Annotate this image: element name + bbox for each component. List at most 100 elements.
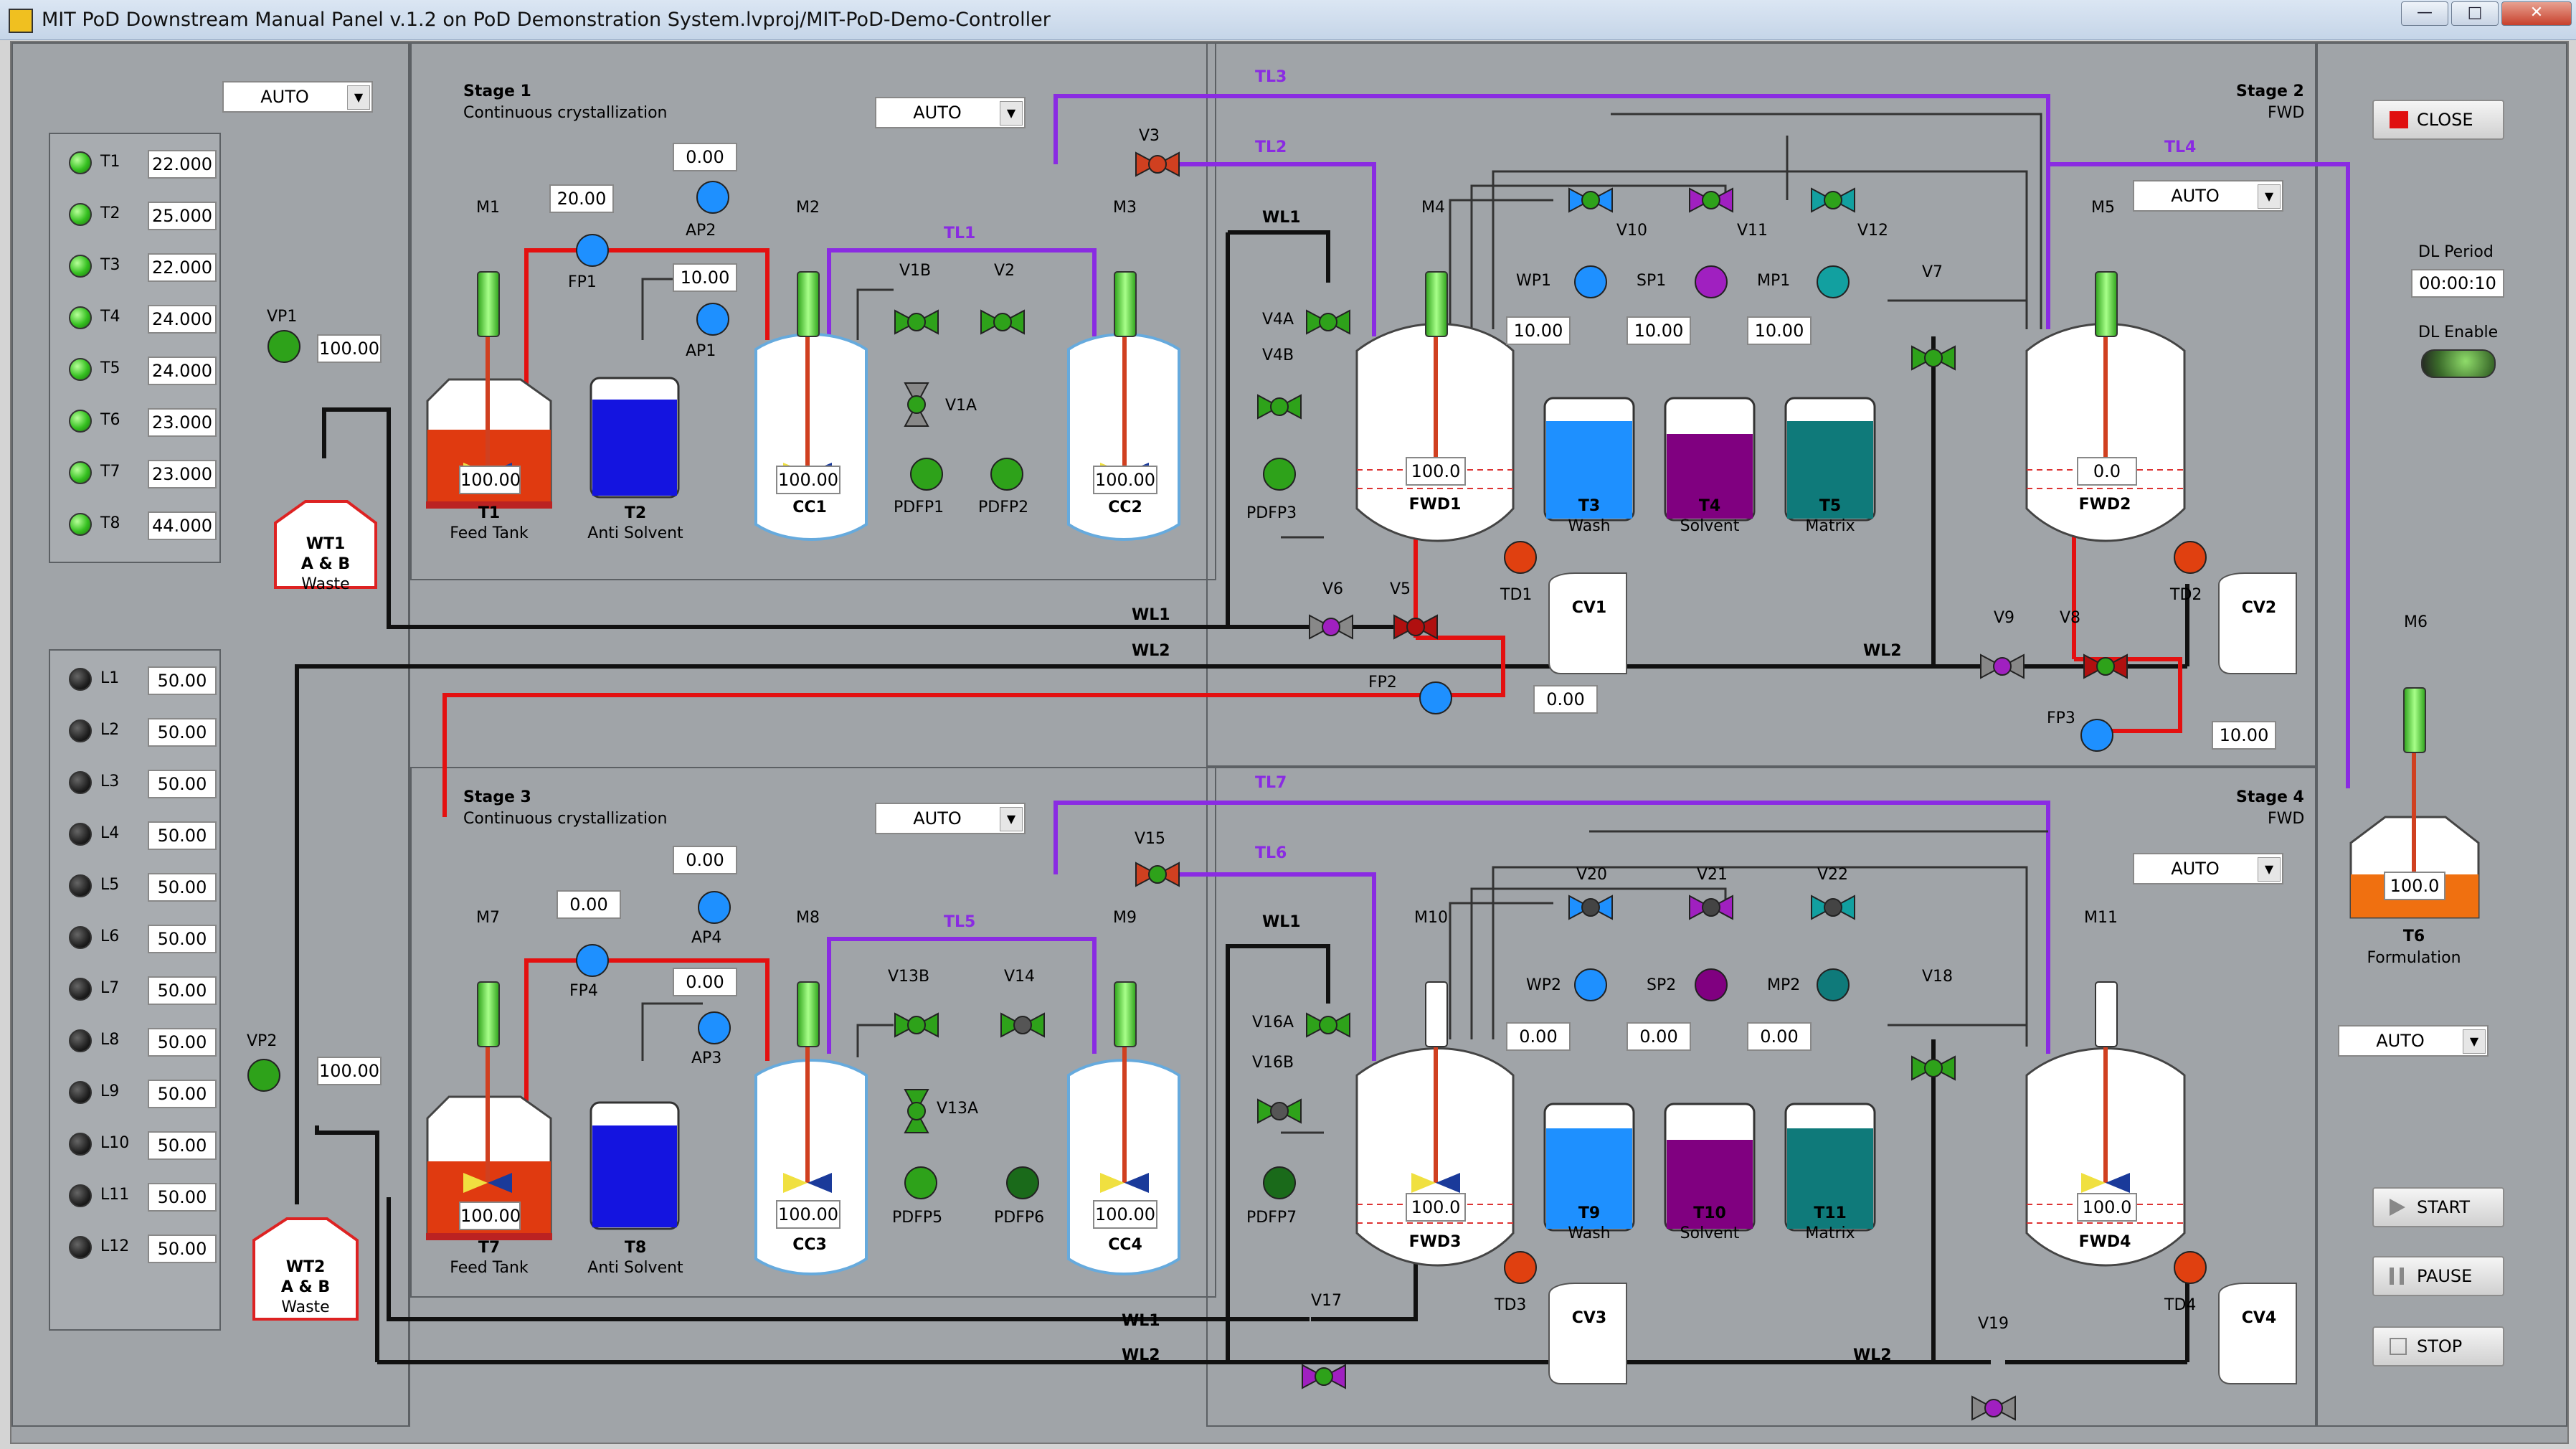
dropdown-arrow-icon: ▼ xyxy=(2258,857,2281,882)
stage3-mode-select[interactable]: AUTO▼ xyxy=(875,803,1026,834)
fwd2-level: 0.0 xyxy=(2077,457,2137,486)
pause-button[interactable]: PAUSE xyxy=(2372,1256,2504,1296)
wp1-value[interactable]: 10.00 xyxy=(1506,316,1571,345)
maximize-button[interactable]: □ xyxy=(2451,1,2499,26)
waste-tanks xyxy=(252,500,377,1321)
level-status-led xyxy=(69,926,92,949)
stop-icon xyxy=(2390,1338,2407,1355)
t3-name: T3 xyxy=(1578,497,1601,515)
right-mode-select[interactable]: AUTO▼ xyxy=(2338,1025,2489,1057)
level-label: L1 xyxy=(100,669,120,687)
sp2-value[interactable]: 0.00 xyxy=(1626,1022,1691,1051)
right-mode-value: AUTO xyxy=(2376,1031,2425,1051)
t6-name: T6 xyxy=(2402,928,2425,945)
v12-label: V12 xyxy=(1857,222,1889,240)
wt2-kind: Waste xyxy=(281,1298,330,1316)
solvent-tank-t10 xyxy=(1664,1103,1756,1232)
fp4-value[interactable]: 0.00 xyxy=(557,890,621,919)
m7-label: M7 xyxy=(476,909,500,927)
fwd2-name: FWD2 xyxy=(2078,496,2131,514)
level-status-led xyxy=(69,823,92,846)
level-value: 50.00 xyxy=(148,1183,217,1212)
stage1-subtitle: Continuous crystallization xyxy=(463,104,668,122)
ap4-value[interactable]: 0.00 xyxy=(673,846,737,874)
fwd3-name: FWD3 xyxy=(1408,1233,1462,1251)
t4-desc: Solvent xyxy=(1680,517,1740,535)
level-label: L9 xyxy=(100,1082,120,1100)
pause-button-label: PAUSE xyxy=(2417,1266,2473,1286)
dl-period-value[interactable]: 00:00:10 xyxy=(2411,269,2504,298)
stage1-mode-select[interactable]: AUTO▼ xyxy=(875,97,1026,128)
t5-desc: Matrix xyxy=(1805,517,1855,535)
feed-lines xyxy=(442,248,2182,1147)
m6-label: M6 xyxy=(2404,613,2428,631)
solvent-tank-t4 xyxy=(1664,397,1756,521)
wl2-label-right: WL2 xyxy=(1863,642,1902,660)
pdfp7-label: PDFP7 xyxy=(1246,1209,1297,1227)
level-value: 50.00 xyxy=(148,1131,217,1160)
temp-value: 44.000 xyxy=(148,511,217,540)
td4-label: TD4 xyxy=(2164,1296,2197,1314)
fp2-value[interactable]: 0.00 xyxy=(1533,685,1598,714)
cv1-label: CV1 xyxy=(1571,599,1607,617)
ap2-value[interactable]: 0.00 xyxy=(673,143,737,171)
v5-label: V5 xyxy=(1390,580,1411,598)
m11-label: M11 xyxy=(2084,909,2118,927)
left-mode-select[interactable]: AUTO▼ xyxy=(222,81,373,113)
tl4-label: TL4 xyxy=(2164,138,2197,156)
stage2-mode-select[interactable]: AUTO▼ xyxy=(2133,180,2283,212)
stage4-mode-select[interactable]: AUTO▼ xyxy=(2133,853,2283,884)
t7-name: T7 xyxy=(478,1239,501,1257)
t11-desc: Matrix xyxy=(1805,1224,1855,1242)
vp2-label: VP2 xyxy=(247,1032,278,1050)
cv3-label: CV3 xyxy=(1571,1309,1607,1327)
wl2-label-bottom-left: WL2 xyxy=(1122,1346,1160,1364)
v21-label: V21 xyxy=(1697,866,1728,884)
t6-level: 100.0 xyxy=(2384,872,2445,900)
dropdown-arrow-icon: ▼ xyxy=(347,85,370,110)
cc2-level: 100.00 xyxy=(1093,466,1157,494)
cc1-name: CC1 xyxy=(792,499,827,516)
vp1-value[interactable]: 100.00 xyxy=(317,334,382,363)
stage3-subtitle: Continuous crystallization xyxy=(463,810,668,828)
dl-enable-toggle[interactable] xyxy=(2421,349,2496,378)
fwd4-name: FWD4 xyxy=(2078,1233,2131,1251)
level-label: L11 xyxy=(100,1186,130,1204)
start-button[interactable]: START xyxy=(2372,1187,2504,1227)
mp2-value[interactable]: 0.00 xyxy=(1747,1022,1812,1051)
fwd1-level: 100.0 xyxy=(1406,457,1466,486)
level-value: 50.00 xyxy=(148,770,217,798)
cv4-label: CV4 xyxy=(2241,1309,2277,1327)
sp1-label: SP1 xyxy=(1637,272,1667,290)
wt1-kind: Waste xyxy=(301,575,350,593)
sp1-value[interactable]: 10.00 xyxy=(1626,316,1691,345)
ap3-value[interactable]: 0.00 xyxy=(673,968,737,996)
fp3-value[interactable]: 10.00 xyxy=(2212,721,2276,750)
stage3-mode-value: AUTO xyxy=(913,808,962,829)
td2-label: TD2 xyxy=(2170,586,2202,604)
ap1-value[interactable]: 10.00 xyxy=(673,263,737,292)
stage3-title: Stage 3 xyxy=(463,788,531,806)
pdfp3-label: PDFP3 xyxy=(1246,504,1297,522)
stage4-panel xyxy=(1206,767,2316,1427)
dropdown-arrow-icon: ▼ xyxy=(2258,184,2281,209)
v4b-label: V4B xyxy=(1262,346,1294,364)
m5-label: M5 xyxy=(2091,199,2115,217)
stop-button[interactable]: STOP xyxy=(2372,1326,2504,1367)
window-close-button[interactable]: ✕ xyxy=(2501,1,2572,26)
stage1-panel xyxy=(410,42,1216,580)
utility-lines xyxy=(641,113,2048,1134)
mp1-value[interactable]: 10.00 xyxy=(1747,316,1812,345)
window-controls: — □ ✕ xyxy=(2401,1,2572,26)
v1b-label: V1B xyxy=(899,262,932,280)
temp-label: T2 xyxy=(100,204,120,222)
minimize-button[interactable]: — xyxy=(2401,1,2448,26)
tl1-label: TL1 xyxy=(944,225,976,242)
wp2-value[interactable]: 0.00 xyxy=(1506,1022,1571,1051)
fp1-value[interactable]: 20.00 xyxy=(549,184,614,213)
vp2-value[interactable]: 100.00 xyxy=(317,1057,382,1085)
v4a-label: V4A xyxy=(1262,311,1294,329)
close-button[interactable]: CLOSE xyxy=(2372,100,2504,140)
level-status-led xyxy=(69,771,92,794)
